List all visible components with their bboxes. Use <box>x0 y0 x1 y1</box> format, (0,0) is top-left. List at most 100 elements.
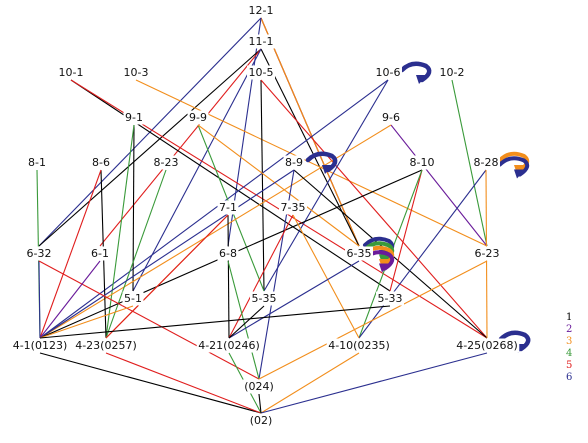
node-background <box>26 155 48 170</box>
edge-9-1-to-4-23 <box>105 124 135 339</box>
node-8-1: 8-1 <box>26 155 48 170</box>
node-label: (02) <box>250 414 273 427</box>
node-024: (024) <box>242 379 276 394</box>
node-label: 8-9 <box>285 156 303 169</box>
node-background <box>90 155 112 170</box>
node-4-10: 4-10(0235) <box>326 338 392 353</box>
node-label: 10-1 <box>59 66 84 79</box>
node-background <box>345 246 373 261</box>
node-background <box>122 291 144 306</box>
edge-4-10-to-02 <box>260 352 360 414</box>
node-5-35: 5-35 <box>250 291 278 306</box>
node-12-1: 12-1 <box>247 3 275 18</box>
node-8-23: 8-23 <box>152 155 180 170</box>
edge-9-6-to-6-23 <box>390 124 488 247</box>
node-6-1: 6-1 <box>89 246 111 261</box>
edge-6-35-to-4-21 <box>228 260 360 339</box>
node-background <box>326 338 392 353</box>
node-4-1: 4-1(0123) <box>11 338 69 353</box>
node-7-1: 7-1 <box>217 200 239 215</box>
node-background <box>25 246 53 261</box>
edge-6-32-to-4-1 <box>38 260 41 339</box>
node-label: 8-10 <box>410 156 435 169</box>
edge-11-1-to-6-32 <box>38 48 262 247</box>
edge-10-5-to-4-25 <box>260 79 488 339</box>
node-6-32: 6-32 <box>25 246 53 261</box>
node-10-6: 10-6 <box>374 65 402 80</box>
legend-entry-1: 1 <box>566 312 572 323</box>
edge-8-10-to-5-33 <box>389 169 423 292</box>
node-background <box>376 291 404 306</box>
edge-9-6-to-4-1 <box>39 124 392 339</box>
node-label: 6-23 <box>475 247 500 260</box>
node-background <box>196 338 262 353</box>
edge-6-23-to-024 <box>258 260 488 380</box>
node-4-25: 4-25(0268) <box>454 338 520 353</box>
node-background <box>380 110 402 125</box>
node-label: 10-3 <box>124 66 149 79</box>
node-label: 10-5 <box>249 66 274 79</box>
legend-entry-3: 3 <box>566 336 572 347</box>
node-background <box>73 338 139 353</box>
node-background <box>187 110 209 125</box>
node-background <box>283 155 305 170</box>
node-background <box>279 200 307 215</box>
node-02: (02) <box>248 413 274 428</box>
node-label: 9-6 <box>382 111 400 124</box>
edge-6-8-to-024 <box>227 260 260 380</box>
node-label: 5-35 <box>252 292 277 305</box>
node-9-1: 9-1 <box>123 110 145 125</box>
node-label: 11-1 <box>249 35 274 48</box>
node-label: 6-8 <box>219 247 237 260</box>
node-background <box>57 65 85 80</box>
node-label: 4-23(0257) <box>75 339 137 352</box>
node-label: 10-6 <box>376 66 401 79</box>
node-background <box>438 65 466 80</box>
node-6-23: 6-23 <box>473 246 501 261</box>
node-10-1: 10-1 <box>57 65 85 80</box>
edge-10-5-to-5-35 <box>260 79 265 292</box>
edge-10-6-to-5-35 <box>263 79 389 292</box>
node-label: 8-1 <box>28 156 46 169</box>
node-7-35: 7-35 <box>279 200 307 215</box>
edge-7-1-to-4-23 <box>105 214 229 339</box>
node-background <box>247 3 275 18</box>
node-8-6: 8-6 <box>90 155 112 170</box>
node-4-21: 4-21(0246) <box>196 338 262 353</box>
edge-11-1-to-6-35 <box>260 48 360 247</box>
node-background <box>250 291 278 306</box>
edge-10-2-to-6-23 <box>451 79 488 247</box>
legend-entry-6: 6 <box>566 372 572 383</box>
node-label: 8-6 <box>92 156 110 169</box>
edge-4-1-to-02 <box>39 352 262 414</box>
nodes-layer: 12-1 11-1 10-1 10-3 10-5 10-6 10-2 9-1 9-9 9-6 8-1… <box>11 3 520 428</box>
node-background <box>217 200 239 215</box>
node-background <box>152 155 180 170</box>
node-background <box>242 379 276 394</box>
node-label: 10-2 <box>440 66 465 79</box>
node-label: 9-9 <box>189 111 207 124</box>
edge-5-1-to-4-1 <box>39 305 134 339</box>
node-label: 4-25(0268) <box>456 339 518 352</box>
node-background <box>247 65 275 80</box>
node-background <box>217 246 239 261</box>
edge-4-25-to-02 <box>260 352 488 414</box>
edge-4-23-to-02 <box>105 352 262 414</box>
node-label: 7-35 <box>281 201 306 214</box>
node-label: 4-10(0235) <box>328 339 390 352</box>
edge-11-1-to-5-1 <box>132 48 262 292</box>
node-label: 6-32 <box>27 247 52 260</box>
edge-12-1-to-6-35 <box>260 17 360 247</box>
node-6-8: 6-8 <box>217 246 239 261</box>
legend-entry-5: 5 <box>566 360 572 371</box>
node-11-1: 11-1 <box>247 34 275 49</box>
edge-8-28-to-4-10 <box>358 169 487 339</box>
node-background <box>248 413 274 428</box>
edge-024-to-02 <box>258 393 262 414</box>
node-10-2: 10-2 <box>438 65 466 80</box>
edge-6-1-to-4-1 <box>39 260 101 339</box>
loops-layer <box>305 61 531 353</box>
node-label: 7-1 <box>219 201 237 214</box>
node-8-10: 8-10 <box>408 155 436 170</box>
